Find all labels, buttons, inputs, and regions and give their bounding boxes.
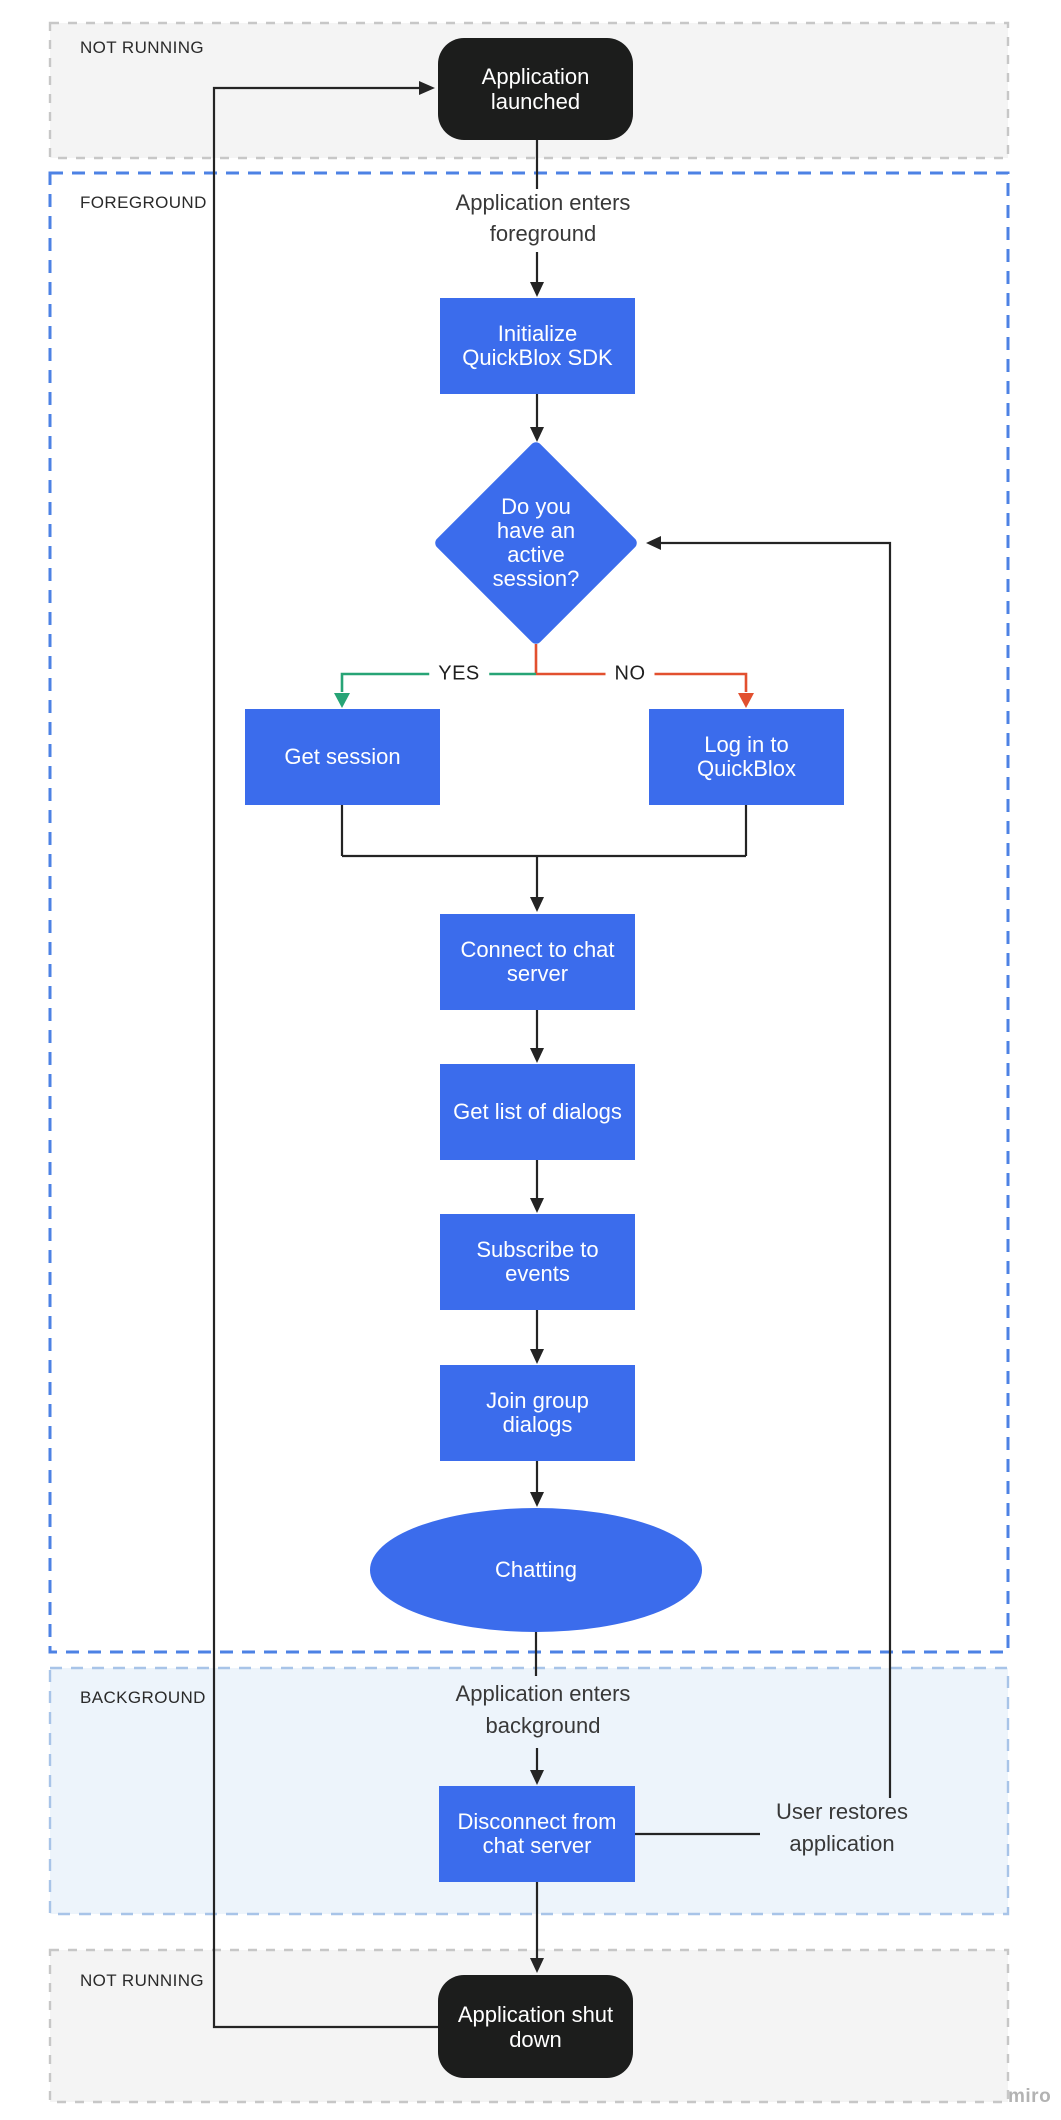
arrowhead-into-decision: [530, 427, 544, 442]
arrowhead-into-connect: [530, 897, 544, 912]
node-get-list-of-dialogs[interactable]: Get list of dialogs: [440, 1064, 635, 1160]
node-application-launched-label: Application launched: [481, 64, 590, 114]
node-subscribe-to-events[interactable]: Subscribe to events: [440, 1214, 635, 1310]
section-label-foreground: FOREGROUND: [80, 193, 207, 212]
flow-text-user-restores: User restores application: [775, 1799, 909, 1856]
node-get-list-of-dialogs-label: Get list of dialogs: [453, 1099, 622, 1124]
arrowhead-into-chatting: [530, 1492, 544, 1507]
arrowhead-no-branch: [738, 693, 754, 708]
node-chatting[interactable]: Chatting: [370, 1508, 702, 1632]
arrowhead-into-shut-down: [530, 1958, 544, 1973]
connector-arrowheads: [419, 81, 661, 1973]
node-chatting-label: Chatting: [495, 1557, 577, 1582]
node-log-in-to-quickblox[interactable]: Log in to QuickBlox: [649, 709, 844, 805]
miro-watermark: miro: [1008, 2086, 1052, 2107]
section-label-not-running-top: NOT RUNNING: [80, 38, 205, 57]
arrowhead-into-join-group: [530, 1349, 544, 1364]
node-application-shut-down[interactable]: Application shut down: [438, 1975, 633, 2078]
node-get-session-label: Get session: [284, 744, 401, 769]
node-active-session-decision-label: Do you have an active session?: [492, 494, 580, 591]
node-initialize-quickblox-sdk-label: Initialize QuickBlox SDK: [462, 321, 613, 370]
node-log-in-to-quickblox-label: Log in to QuickBlox: [696, 732, 797, 781]
arrowhead-into-get-list: [530, 1048, 544, 1063]
flow-text-enters-foreground: Application enters foreground: [455, 190, 631, 246]
node-connect-to-chat-server[interactable]: Connect to chat server: [440, 914, 635, 1010]
connector-lines: [212, 86, 892, 2029]
flow-text-enters-background: Application enters background: [455, 1681, 631, 1738]
node-disconnect-from-chat-server[interactable]: Disconnect from chat server: [439, 1786, 635, 1882]
node-join-group-dialogs[interactable]: Join group dialogs: [440, 1365, 635, 1461]
arrowhead-into-subscribe: [530, 1198, 544, 1213]
label-yes-branch: YES: [429, 662, 489, 686]
arrowhead-yes-branch: [334, 693, 350, 708]
section-label-not-running-bottom: NOT RUNNING: [80, 1971, 205, 1990]
node-application-launched[interactable]: Application launched: [438, 38, 633, 140]
arrowhead-into-disconnect: [530, 1770, 544, 1785]
node-connect-to-chat-server-label: Connect to chat server: [460, 937, 615, 986]
arrowhead-restore-into-decision: [646, 536, 661, 550]
node-initialize-quickblox-sdk[interactable]: Initialize QuickBlox SDK: [440, 298, 635, 394]
arrowhead-into-initialize: [530, 282, 544, 297]
node-get-session[interactable]: Get session: [245, 709, 440, 805]
node-disconnect-from-chat-server-label: Disconnect from chat server: [457, 1809, 617, 1858]
node-subscribe-to-events-label: Subscribe to events: [476, 1237, 599, 1286]
arrowhead-into-application-launched: [419, 81, 435, 95]
section-label-background: BACKGROUND: [80, 1688, 206, 1707]
node-application-shut-down-label: Application shut down: [457, 2001, 614, 2052]
node-join-group-dialogs-label: Join group dialogs: [486, 1388, 589, 1437]
label-no-branch: NO: [605, 662, 655, 686]
